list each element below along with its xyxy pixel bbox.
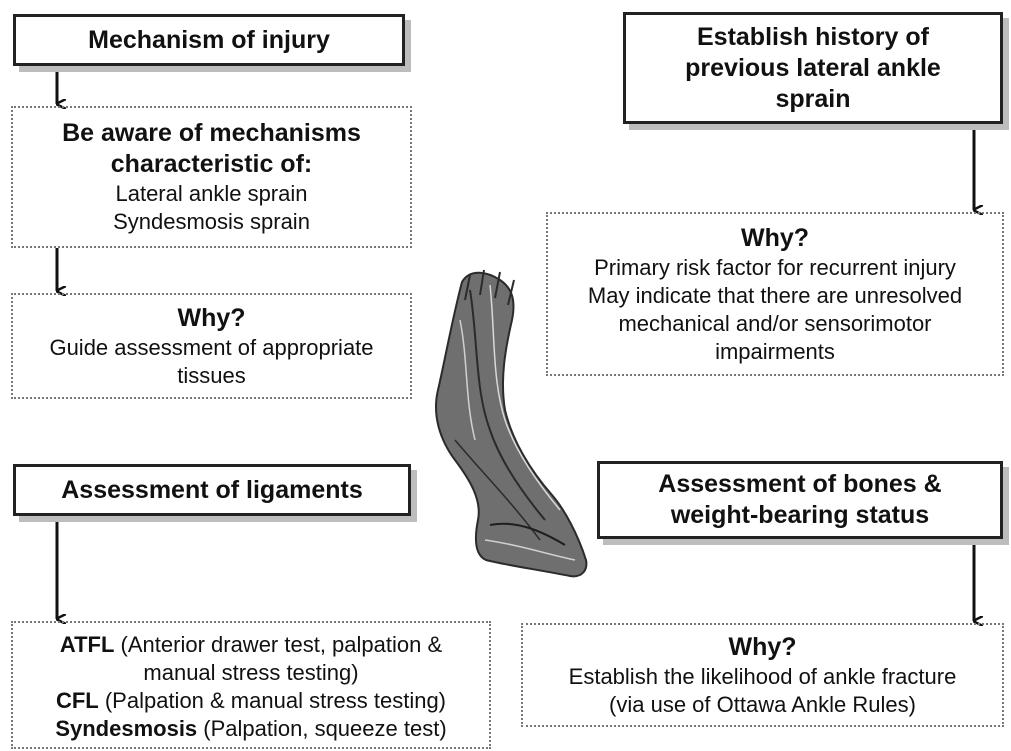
history-why-line2: May indicate that there are unresolved	[588, 282, 962, 310]
history-why-box: Why? Primary risk factor for recurrent i…	[546, 212, 1004, 376]
aware-item-lateral: Lateral ankle sprain	[115, 180, 307, 208]
syndesmosis-line: Syndesmosis (Palpation, squeeze test)	[55, 715, 446, 743]
syndesmosis-term: Syndesmosis	[55, 716, 197, 741]
history-why-line4: impairments	[715, 338, 835, 366]
mechanism-why-line1: Guide assessment of appropriate	[49, 334, 373, 362]
aware-item-syndesmosis: Syndesmosis sprain	[113, 208, 310, 236]
cfl-text: (Palpation & manual stress testing)	[99, 688, 446, 713]
atfl-text: (Anterior drawer test, palpation &	[114, 632, 442, 657]
cfl-line: CFL (Palpation & manual stress testing)	[56, 687, 446, 715]
ligaments-title-box: Assessment of ligaments	[13, 464, 411, 516]
ligaments-title: Assessment of ligaments	[61, 475, 363, 506]
cfl-term: CFL	[56, 688, 99, 713]
history-title-line2: previous lateral ankle	[685, 53, 941, 84]
ligaments-tests-box: ATFL (Anterior drawer test, palpation & …	[11, 621, 491, 749]
history-title-line1: Establish history of	[697, 22, 929, 53]
aware-heading-line2: characteristic of:	[111, 149, 312, 180]
mechanism-why-box: Why? Guide assessment of appropriate tis…	[11, 293, 412, 399]
mechanism-why-line2: tissues	[177, 362, 245, 390]
bones-title-box: Assessment of bones & weight-bearing sta…	[597, 461, 1003, 539]
history-why-line1: Primary risk factor for recurrent injury	[594, 254, 956, 282]
bones-why-line1: Establish the likelihood of ankle fractu…	[569, 663, 957, 691]
atfl-line2: manual stress testing)	[143, 659, 358, 687]
bones-title-line2: weight-bearing status	[671, 500, 929, 531]
syndesmosis-text: (Palpation, squeeze test)	[197, 716, 446, 741]
mechanism-aware-box: Be aware of mechanisms characteristic of…	[11, 106, 412, 248]
aware-heading-line1: Be aware of mechanisms	[62, 118, 361, 149]
bones-why-line2: (via use of Ottawa Ankle Rules)	[609, 691, 916, 719]
bones-why-box: Why? Establish the likelihood of ankle f…	[521, 623, 1004, 727]
bones-why-heading: Why?	[728, 632, 796, 663]
bones-title-line1: Assessment of bones &	[658, 469, 941, 500]
mechanism-title: Mechanism of injury	[88, 25, 330, 56]
atfl-term: ATFL	[60, 632, 115, 657]
history-title-box: Establish history of previous lateral an…	[623, 12, 1003, 124]
history-title-line3: sprain	[775, 84, 850, 115]
atfl-line: ATFL (Anterior drawer test, palpation &	[60, 631, 442, 659]
mechanism-why-heading: Why?	[177, 303, 245, 334]
mechanism-title-box: Mechanism of injury	[13, 14, 405, 66]
history-why-heading: Why?	[741, 223, 809, 254]
history-why-line3: mechanical and/or sensorimotor	[618, 310, 931, 338]
